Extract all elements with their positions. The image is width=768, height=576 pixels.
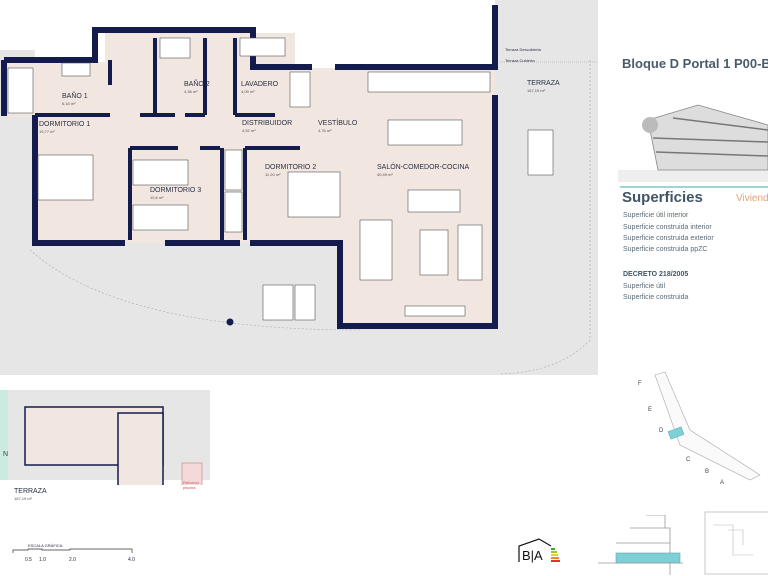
decreto-item: Superficie construida (623, 294, 689, 301)
surface-item: Superficie construida interior (623, 224, 712, 231)
decreto-item: Superficie útil (623, 283, 666, 290)
scale-tick: 2.0 (69, 557, 76, 563)
terrace-note-covered: Terraza Cubierta (505, 58, 535, 63)
surface-item: Superficie construida exterior (623, 235, 714, 242)
section-diagram (598, 515, 683, 575)
block-label-b: B (705, 469, 710, 475)
page-title: Bloque D Portal 1 P00-B (622, 56, 768, 71)
site-map (654, 371, 761, 481)
scale-tick: 0.5 (25, 557, 32, 563)
superficies-heading: Superficies (622, 189, 703, 206)
vivienda-column: Viviend (736, 193, 768, 204)
surface-item: Superficie útil interior (623, 212, 689, 219)
svg-text:B|A: B|A (522, 548, 543, 563)
scale-tick: 4.0 (128, 557, 135, 563)
block-label-a: A (720, 480, 725, 486)
block-label-f: F (638, 381, 642, 387)
decreto-heading: DECRETO 218/2005 (623, 271, 689, 278)
building-rendering (618, 104, 768, 182)
divider (620, 186, 768, 188)
surface-item: Superficie construida ppZC (623, 246, 708, 253)
scale-bar (12, 548, 133, 553)
scale-tick: 1.0 (39, 557, 46, 563)
scale-title: ESCALA GRÁFICA (28, 543, 63, 548)
floor-plan (0, 0, 598, 375)
mini-plan (0, 390, 210, 485)
block-label-d: D (659, 428, 664, 434)
north-letter: N (3, 451, 9, 458)
block-label-e: E (648, 407, 653, 413)
terrace-note-uncovered: Terraza Descubierta (505, 47, 541, 52)
block-label-c: C (686, 457, 691, 463)
pool-note: Refuerzo piscina (183, 480, 200, 490)
energy-logo: B|A (518, 538, 560, 563)
key-plan (704, 511, 768, 575)
